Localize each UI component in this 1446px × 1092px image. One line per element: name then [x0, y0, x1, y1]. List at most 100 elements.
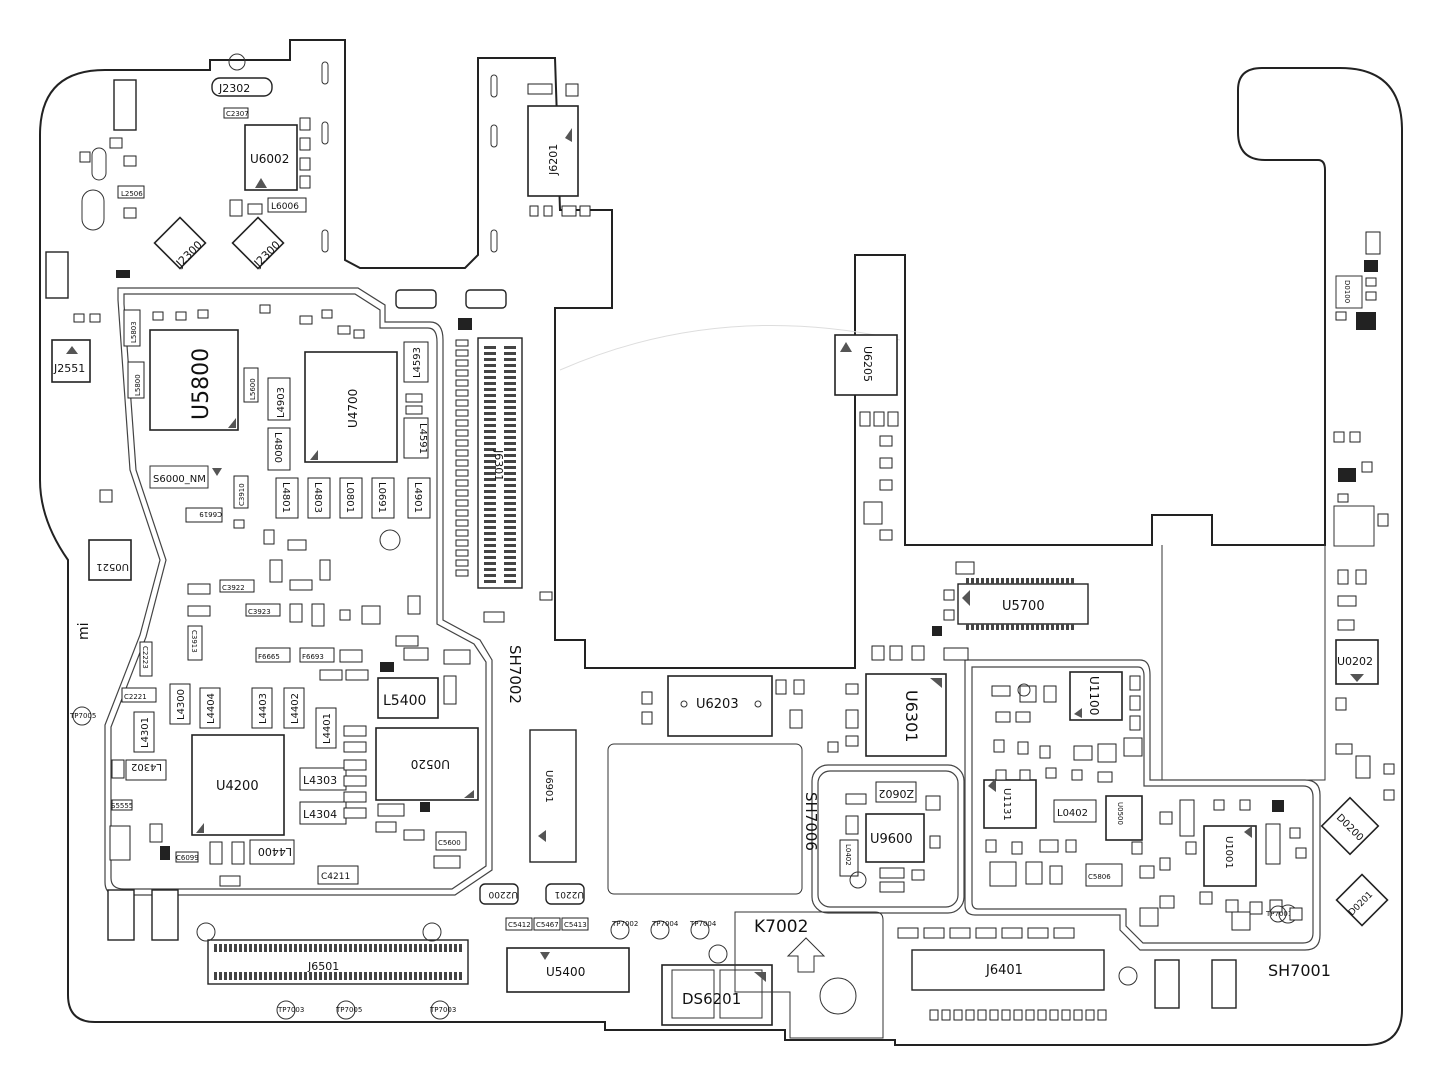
tp-label-3: TP7004 [689, 920, 717, 928]
j2300-left [153, 216, 207, 270]
l4300-label: L4300 [176, 689, 187, 720]
l4302-label: L4302 [131, 761, 162, 772]
j6301-pin [504, 460, 516, 463]
j6301-pin [484, 532, 496, 535]
l5803-label: L5803 [130, 321, 138, 343]
j6501-pin [444, 944, 447, 952]
bottom-pad [1061, 1009, 1071, 1021]
u6901-label: U6901 [543, 770, 554, 803]
j6301-pin [484, 574, 496, 577]
k7002-arrow-icon [786, 937, 826, 973]
j6501-pin [324, 944, 327, 952]
j6301-pin [484, 346, 496, 349]
u6203-dot [680, 700, 688, 708]
shield-sh7006 [811, 764, 965, 914]
j6501-pin [414, 972, 417, 980]
u6205-label: U6205 [861, 346, 874, 382]
l4300-inductor [169, 683, 191, 725]
j6301-pin [504, 568, 516, 571]
j6301-pin [504, 430, 516, 433]
ds6201-marker [754, 972, 766, 982]
j6501-pin [234, 944, 237, 952]
j2551-connector [51, 339, 91, 383]
u4200-label: U4200 [216, 779, 259, 794]
j2500-connector [45, 251, 69, 299]
u5700-pin [1006, 624, 1009, 630]
cutout-edge [1161, 545, 1326, 781]
j6401-connector [911, 949, 1105, 991]
j6301-pin [504, 448, 516, 451]
j6501-pin [334, 944, 337, 952]
side-pad [455, 539, 469, 547]
u5700-pin [1051, 624, 1054, 630]
u6002-chip [244, 124, 298, 191]
j6501-pin [254, 944, 257, 952]
j6301-pin [484, 418, 496, 421]
bottom-pad [1025, 1009, 1035, 1021]
slot-5 [490, 124, 498, 148]
u1131-pin1-marker [988, 778, 996, 792]
z0602-label: Z0602 [878, 787, 914, 800]
j6301-pin [484, 376, 496, 379]
side-pad [455, 339, 469, 347]
l4403-inductor [251, 687, 273, 729]
l0402-inductor [1053, 799, 1097, 823]
side-pad [455, 489, 469, 497]
l5800-inductor [127, 361, 145, 399]
l4302-inductor [125, 759, 167, 781]
j6501-pin [239, 972, 242, 980]
j6301-pin [484, 490, 496, 493]
bottom-row-pads [897, 927, 1107, 1021]
bottom-pad [1013, 1009, 1023, 1021]
j6501-pin [284, 944, 287, 952]
shield-label-sh7006: SH7006 [802, 792, 820, 851]
j6501-pin [269, 972, 272, 980]
bottom-pad [1049, 1009, 1059, 1021]
c3922-label: C3922 [222, 584, 245, 592]
j6501-pin [434, 944, 437, 952]
j6501-pin [239, 944, 242, 952]
u5700-pin [1031, 578, 1034, 584]
tp-label-1: TP7002 [611, 920, 638, 928]
u9600-label: U9600 [870, 832, 913, 847]
bottom-pad [989, 1009, 999, 1021]
l4801-inductor [275, 477, 299, 519]
bottom-pad [953, 1009, 963, 1021]
l0604-part [1085, 863, 1123, 887]
u5800-label: U5800 [189, 348, 214, 420]
sh7001-small-pads [985, 675, 1307, 931]
c5467-label: C5467 [536, 921, 559, 929]
c3913-cap [187, 625, 203, 661]
u6002-pin1-marker [255, 178, 267, 188]
u5700-pin [1006, 578, 1009, 584]
side-pad [455, 469, 469, 477]
j6301-pin [484, 562, 496, 565]
c5412-cap [505, 917, 533, 931]
j6501-pin [229, 972, 232, 980]
j6501-pin [344, 944, 347, 952]
j6501-pin [364, 944, 367, 952]
s5555-label: S5555 [111, 802, 133, 810]
slot-1 [321, 61, 329, 85]
side-pad [455, 379, 469, 387]
f6665-label: F6665 [258, 653, 280, 661]
u5700-pin [1056, 578, 1059, 584]
l4404-inductor [199, 687, 221, 729]
j6501-pin [414, 944, 417, 952]
side-pad [455, 449, 469, 457]
l4402-inductor [283, 687, 305, 729]
u4700-pin1-marker [310, 450, 318, 460]
j6301-pin [484, 388, 496, 391]
l1601-inductor [839, 839, 859, 877]
d0103-part [1333, 505, 1375, 547]
j6301-pin [504, 472, 516, 475]
l6006-label: L6006 [271, 202, 299, 212]
keepout-area [607, 743, 803, 895]
l6006-inductor [267, 197, 307, 213]
j6501-pin [459, 944, 462, 952]
j6501-pin [399, 944, 402, 952]
j6301-pin [504, 424, 516, 427]
j6301-pin [504, 544, 516, 547]
j2302-connector [211, 77, 273, 97]
